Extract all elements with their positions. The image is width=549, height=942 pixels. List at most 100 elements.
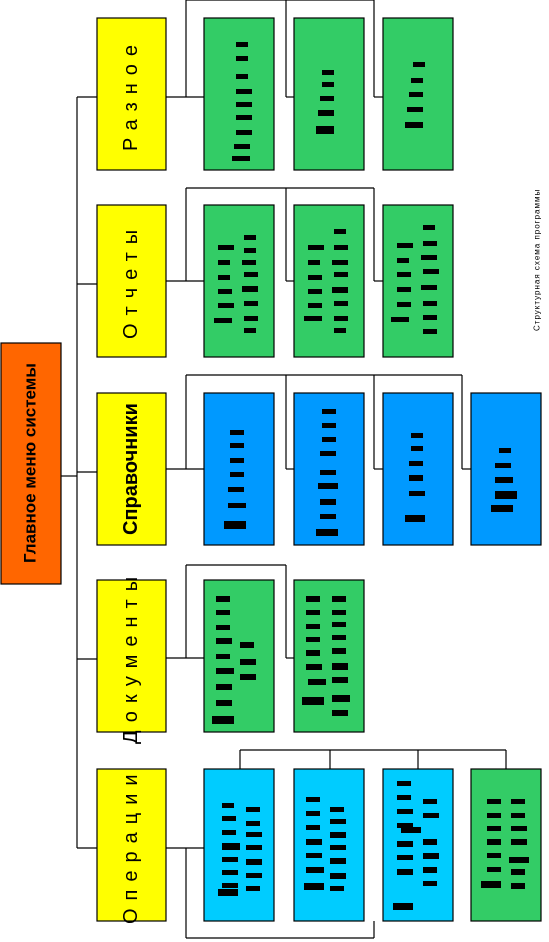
menu-item-bar bbox=[216, 596, 230, 602]
menu-item-bar bbox=[423, 329, 437, 334]
menu-item-bar bbox=[511, 869, 525, 875]
menu-item-bar bbox=[302, 697, 324, 705]
menu-item-bar bbox=[236, 74, 248, 79]
menu-item-bar bbox=[397, 855, 413, 860]
menu-item-bar bbox=[332, 663, 348, 670]
menu-item-bar bbox=[230, 472, 244, 477]
submenu-card-operatsii-4 bbox=[470, 768, 542, 922]
menu-item-bar bbox=[423, 301, 437, 306]
menu-item-bar bbox=[306, 867, 324, 873]
root-node-label: Главное меню системы bbox=[20, 363, 40, 564]
menu-item-bar bbox=[304, 316, 322, 321]
menu-item-bar bbox=[481, 881, 501, 888]
menu-item-bar bbox=[224, 521, 246, 529]
menu-item-bar bbox=[421, 255, 437, 260]
menu-item-bar bbox=[423, 799, 437, 804]
menu-item-bar bbox=[411, 433, 423, 438]
menu-item-bar bbox=[487, 799, 501, 804]
menu-item-bar bbox=[306, 853, 322, 858]
menu-item-bar bbox=[318, 483, 338, 489]
menu-item-bar bbox=[332, 596, 346, 602]
menu-item-bar bbox=[511, 826, 527, 831]
menu-item-bar bbox=[423, 853, 439, 859]
menu-item-bar bbox=[230, 458, 244, 463]
menu-item-bar bbox=[236, 89, 252, 94]
submenu-card-otchety-3 bbox=[382, 204, 454, 358]
menu-item-bar bbox=[322, 70, 334, 75]
menu-item-bar bbox=[320, 470, 336, 475]
menu-item-bar bbox=[222, 830, 236, 835]
menu-item-bar bbox=[240, 674, 256, 680]
section-label-otchety: Отчеты bbox=[120, 221, 142, 340]
menu-item-bar bbox=[511, 839, 527, 845]
menu-item-bar bbox=[246, 821, 260, 826]
menu-item-bar bbox=[495, 477, 513, 483]
section-node-otchety bbox=[96, 204, 167, 358]
menu-item-bar bbox=[330, 807, 344, 812]
menu-item-bar bbox=[216, 625, 230, 630]
menu-item-bar bbox=[487, 839, 501, 845]
menu-item-bar bbox=[222, 857, 238, 862]
menu-item-bar bbox=[411, 78, 423, 83]
menu-item-bar bbox=[423, 813, 439, 818]
menu-item-bar bbox=[236, 130, 252, 135]
menu-item-bar bbox=[234, 144, 250, 149]
menu-item-bar bbox=[487, 867, 501, 872]
menu-item-bar bbox=[246, 886, 260, 891]
menu-item-bar bbox=[216, 610, 230, 615]
menu-item-bar bbox=[236, 102, 252, 107]
menu-item-bar bbox=[405, 122, 423, 128]
menu-item-bar bbox=[236, 115, 252, 120]
menu-item-bar bbox=[423, 881, 437, 886]
menu-item-bar bbox=[332, 622, 346, 627]
menu-item-bar bbox=[214, 318, 232, 323]
menu-item-bar bbox=[246, 845, 262, 850]
menu-item-bar bbox=[216, 668, 234, 674]
menu-item-bar bbox=[306, 664, 322, 670]
submenu-card-otchety-2 bbox=[293, 204, 365, 358]
menu-item-bar bbox=[236, 42, 248, 47]
menu-item-bar bbox=[334, 316, 348, 321]
menu-item-bar bbox=[423, 867, 437, 873]
menu-item-bar bbox=[218, 303, 234, 308]
menu-item-bar bbox=[228, 487, 244, 492]
submenu-card-dokumenty-2 bbox=[293, 579, 365, 733]
section-label-raznoe: Разное bbox=[120, 36, 142, 152]
menu-item-bar bbox=[240, 642, 254, 648]
menu-item-bar bbox=[308, 679, 326, 685]
menu-item-bar bbox=[397, 258, 409, 263]
menu-item-bar bbox=[397, 272, 411, 277]
menu-item-bar bbox=[308, 260, 320, 265]
menu-item-bar bbox=[320, 96, 334, 101]
menu-item-bar bbox=[304, 883, 324, 890]
menu-item-bar bbox=[246, 832, 262, 837]
menu-item-bar bbox=[216, 700, 232, 706]
menu-item-bar bbox=[216, 638, 232, 644]
root-node bbox=[0, 342, 62, 585]
menu-item-bar bbox=[409, 92, 423, 97]
menu-item-bar bbox=[242, 286, 258, 292]
menu-item-bar bbox=[244, 235, 256, 240]
menu-item-bar bbox=[232, 156, 250, 161]
menu-item-bar bbox=[242, 260, 256, 265]
menu-item-bar bbox=[332, 677, 348, 683]
menu-item-bar bbox=[409, 461, 423, 466]
section-node-raznoe bbox=[96, 17, 167, 171]
menu-item-bar bbox=[330, 873, 346, 879]
menu-item-bar bbox=[409, 475, 423, 481]
menu-item-bar bbox=[218, 289, 232, 294]
menu-item-bar bbox=[212, 716, 234, 724]
section-label-spravochniki: Справочники bbox=[120, 403, 142, 535]
menu-item-bar bbox=[320, 451, 336, 456]
menu-item-bar bbox=[244, 316, 258, 321]
menu-item-bar bbox=[246, 873, 262, 878]
menu-item-bar bbox=[334, 328, 346, 333]
submenu-card-spravochniki-4 bbox=[470, 392, 542, 546]
menu-item-bar bbox=[222, 883, 238, 888]
menu-item-bar bbox=[405, 515, 425, 522]
menu-item-bar bbox=[332, 710, 348, 716]
menu-item-bar bbox=[244, 328, 256, 333]
menu-item-bar bbox=[397, 781, 411, 786]
menu-item-bar bbox=[306, 650, 320, 656]
menu-item-bar bbox=[306, 610, 320, 615]
